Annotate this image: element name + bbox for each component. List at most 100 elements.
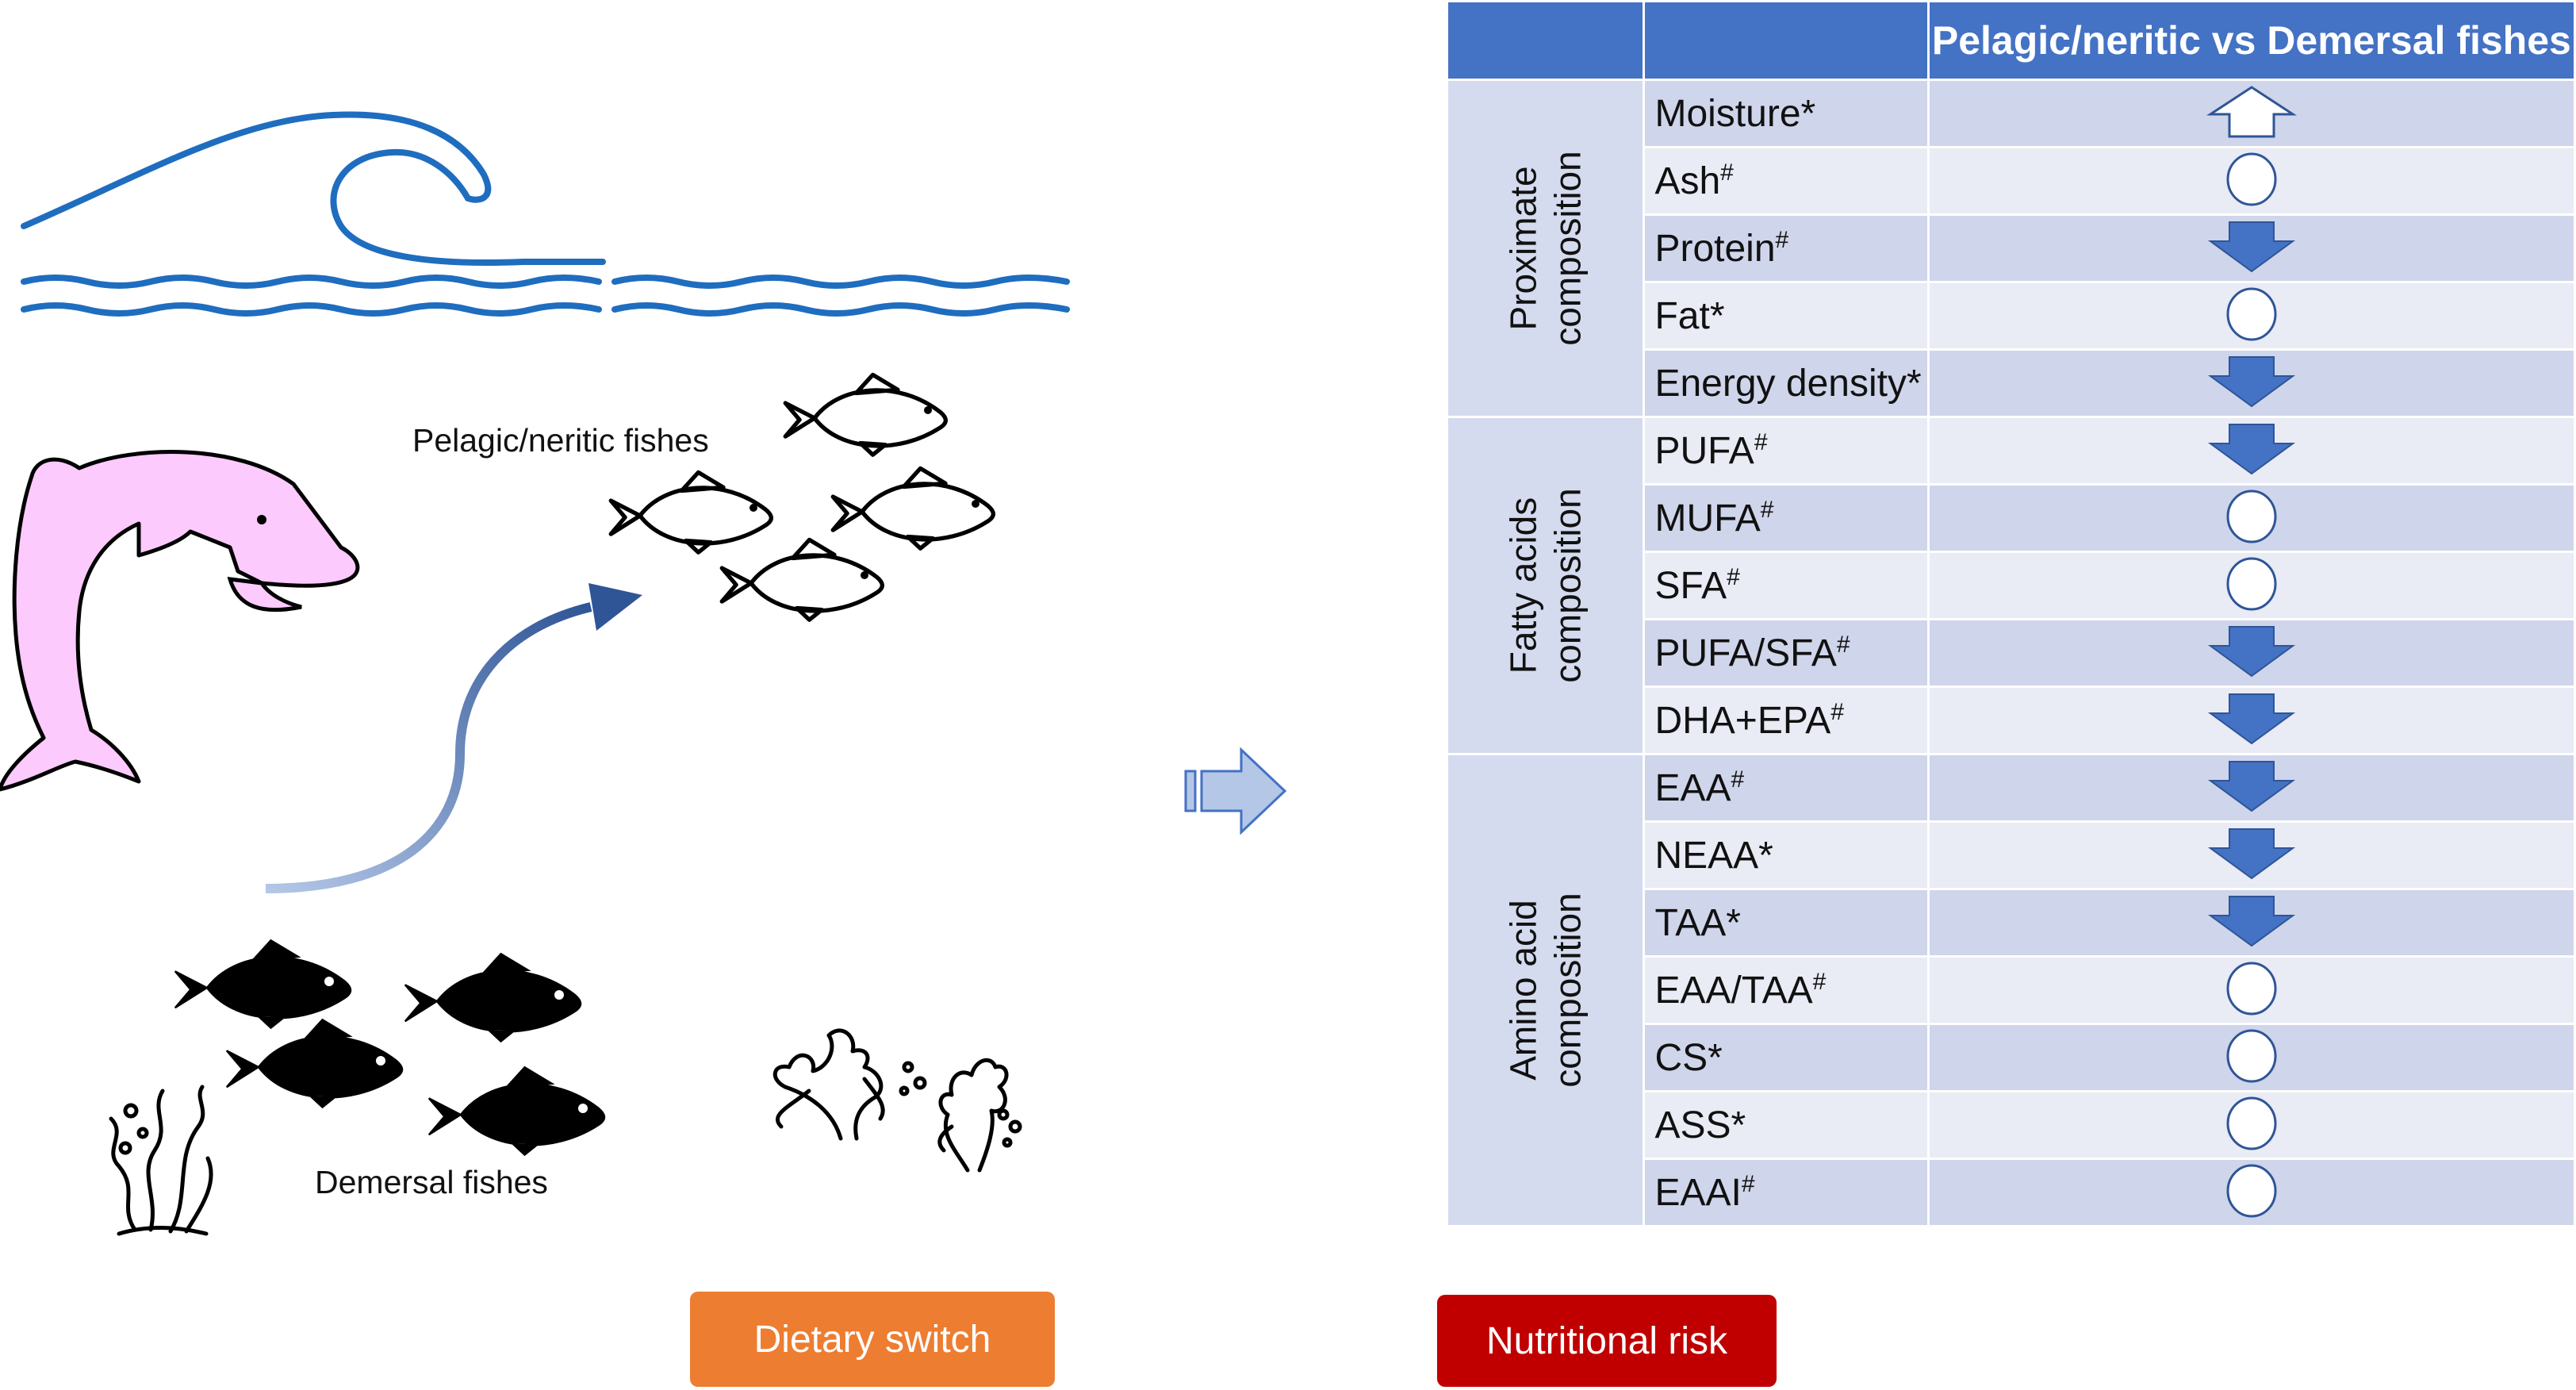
dolphin-icon — [0, 450, 360, 792]
decrease-arrow-icon — [2207, 827, 2295, 879]
group-label-line: composition — [1547, 151, 1589, 346]
decrease-arrow-icon — [2207, 693, 2295, 744]
parameter-name: TAA* — [1643, 888, 1930, 958]
comparison-symbol-cell — [1926, 551, 2576, 620]
significance-mark: # — [1836, 631, 1850, 658]
decrease-arrow-icon — [2207, 895, 2295, 947]
parameter-label: Energy density — [1654, 362, 1907, 405]
comparison-symbol-cell — [1926, 1023, 2576, 1092]
table-row: PUFA/SFA# — [1447, 618, 2576, 688]
right-arrow-icon — [1184, 747, 1287, 835]
table-row: Ash# — [1447, 146, 2576, 216]
group-label-line: Fatty acids — [1502, 497, 1544, 674]
header-empty-2 — [1643, 0, 1930, 81]
curved-arrow-icon — [265, 583, 642, 893]
nutrition-table: Pelagic/neritic vs Demersal fishes Proxi… — [1445, 0, 2576, 1227]
parameter-label: Moisture — [1654, 92, 1801, 135]
table-row: EAA/TAA# — [1447, 955, 2576, 1025]
comparison-symbol-cell — [1926, 281, 2576, 351]
comparison-symbol-cell — [1926, 685, 2576, 755]
table-row: CS* — [1447, 1023, 2576, 1092]
parameter-label: PUFA/SFA — [1654, 632, 1837, 674]
comparison-symbol-cell — [1926, 416, 2576, 486]
parameter-label: EAAI — [1654, 1171, 1742, 1214]
coral-icon — [773, 1028, 1022, 1173]
decrease-arrow-icon — [2207, 355, 2295, 407]
significance-mark: # — [1812, 968, 1827, 995]
significance-mark: * — [1800, 92, 1816, 135]
parameter-label: EAA/TAA — [1654, 969, 1813, 1012]
parameter-label: EAA — [1654, 766, 1731, 809]
parameter-label: ASS — [1654, 1104, 1731, 1146]
parameter-name: SFA# — [1643, 551, 1930, 620]
dietary-switch-button[interactable]: Dietary switch — [690, 1292, 1055, 1387]
comparison-symbol-cell — [1926, 1158, 2576, 1227]
parameter-label: NEAA — [1654, 834, 1759, 877]
parameter-name: DHA+EPA# — [1643, 685, 1930, 755]
header-empty-1 — [1445, 0, 1646, 81]
significance-mark: * — [1708, 1036, 1723, 1079]
no-difference-circle-icon — [2226, 287, 2277, 340]
significance-mark: # — [1760, 496, 1774, 523]
parameter-name: ASS* — [1643, 1090, 1930, 1160]
no-difference-circle-icon — [2226, 490, 2277, 543]
significance-mark: * — [1906, 362, 1922, 405]
comparison-symbol-cell — [1926, 820, 2576, 890]
no-difference-circle-icon — [2226, 152, 2277, 205]
parameter-name: EAA/TAA# — [1643, 955, 1930, 1025]
significance-mark: # — [1775, 226, 1789, 253]
group-label-line: Proximate — [1502, 166, 1544, 331]
parameter-label: SFA — [1654, 564, 1727, 607]
group-label-line: composition — [1547, 488, 1589, 683]
no-difference-circle-icon — [2226, 1096, 2277, 1150]
parameter-name: Energy density* — [1643, 348, 1930, 418]
parameter-name: Moisture* — [1643, 79, 1930, 148]
table-row: Protein# — [1447, 213, 2576, 283]
parameter-label: Fat — [1654, 294, 1710, 337]
parameter-label: PUFA — [1654, 429, 1754, 472]
group-label-line: composition — [1547, 893, 1589, 1088]
comparison-symbol-cell — [1926, 888, 2576, 958]
table-row: TAA* — [1447, 888, 2576, 958]
nutritional-risk-button[interactable]: Nutritional risk — [1437, 1295, 1777, 1387]
table-row: EAAI# — [1447, 1158, 2576, 1227]
significance-mark: # — [1754, 428, 1768, 455]
parameter-name: Fat* — [1643, 281, 1930, 351]
significance-mark: * — [1758, 834, 1773, 877]
significance-mark: * — [1726, 901, 1741, 944]
significance-mark: * — [1731, 1104, 1746, 1146]
parameter-name: PUFA/SFA# — [1643, 618, 1930, 688]
parameter-label: MUFA — [1654, 497, 1761, 539]
decrease-arrow-icon — [2207, 423, 2295, 474]
table-row: Fat* — [1447, 281, 2576, 351]
pelagic-label: Pelagic/neritic fishes — [412, 422, 709, 459]
table-row: ASS* — [1447, 1090, 2576, 1160]
decrease-arrow-icon — [2207, 625, 2295, 677]
comparison-symbol-cell — [1926, 146, 2576, 216]
significance-mark: * — [1709, 294, 1725, 337]
fish-outline-icon — [611, 374, 993, 620]
no-difference-circle-icon — [2226, 557, 2277, 610]
table-row: DHA+EPA# — [1447, 685, 2576, 755]
parameter-name: NEAA* — [1643, 820, 1930, 890]
significance-mark: # — [1741, 1170, 1755, 1197]
significance-mark: # — [1720, 159, 1734, 186]
group-label-line: Amino acid — [1502, 900, 1544, 1081]
illustration — [0, 111, 1287, 1236]
comparison-symbol-cell — [1926, 955, 2576, 1025]
parameter-label: Ash — [1654, 159, 1721, 202]
no-difference-circle-icon — [2226, 1029, 2277, 1082]
significance-mark: # — [1731, 766, 1745, 793]
parameter-name: Ash# — [1643, 146, 1930, 216]
demersal-label: Demersal fishes — [315, 1164, 548, 1200]
parameter-label: TAA — [1654, 901, 1727, 944]
fish-solid-icon — [174, 939, 606, 1156]
no-difference-circle-icon — [2226, 1164, 2277, 1217]
table-header: Pelagic/neritic vs Demersal fishes — [1926, 0, 2576, 81]
decrease-arrow-icon — [2207, 760, 2295, 812]
table-row: MUFA# — [1447, 483, 2576, 553]
comparison-symbol-cell — [1926, 348, 2576, 418]
parameter-name: EAA# — [1643, 753, 1930, 823]
